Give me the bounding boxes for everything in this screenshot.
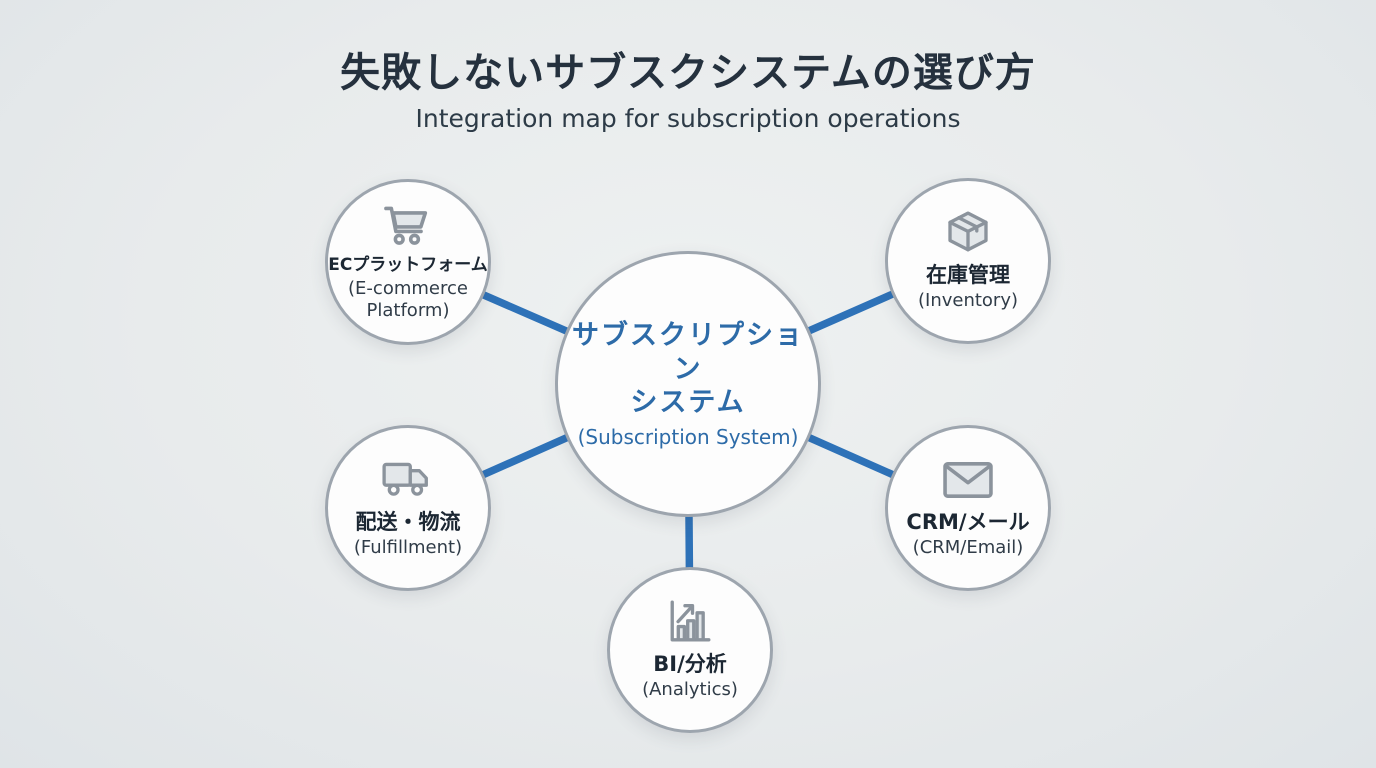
center-node-label: サブスクリプション システム <box>572 319 804 419</box>
center-node-sublabel: (Subscription System) <box>577 425 799 450</box>
node-sublabel: (E-commerce Platform) <box>348 278 468 321</box>
node-crm-email: CRM/メール (CRM/Email) <box>885 425 1051 591</box>
node-sublabel: (Inventory) <box>917 290 1019 312</box>
node-fulfillment: 配送・物流 (Fulfillment) <box>325 425 491 591</box>
page-title: 失敗しないサブスクシステムの選び方 <box>340 50 1036 96</box>
bar-chart-icon <box>663 599 717 645</box>
node-subscription-system: サブスクリプション システム (Subscription System) <box>555 251 821 517</box>
shopping-cart-icon <box>381 203 435 249</box>
node-label: ECプラットフォーム <box>328 254 488 275</box>
header: 失敗しないサブスクシステムの選び方 Integration map for su… <box>0 50 1376 133</box>
package-icon <box>941 210 995 256</box>
truck-icon <box>381 457 435 503</box>
node-sublabel: (Fulfillment) <box>353 537 463 559</box>
page-subtitle: Integration map for subscription operati… <box>415 104 961 133</box>
node-label: 配送・物流 <box>355 510 461 535</box>
node-analytics: BI/分析 (Analytics) <box>607 567 773 733</box>
node-sublabel: (Analytics) <box>642 679 738 701</box>
node-label: BI/分析 <box>653 652 727 677</box>
node-label: CRM/メール <box>906 510 1030 535</box>
node-label: 在庫管理 <box>926 263 1010 288</box>
node-ec-platform: ECプラットフォーム (E-commerce Platform) <box>325 179 491 345</box>
node-inventory: 在庫管理 (Inventory) <box>885 178 1051 344</box>
node-sublabel: (CRM/Email) <box>912 537 1024 559</box>
envelope-icon <box>941 457 995 503</box>
